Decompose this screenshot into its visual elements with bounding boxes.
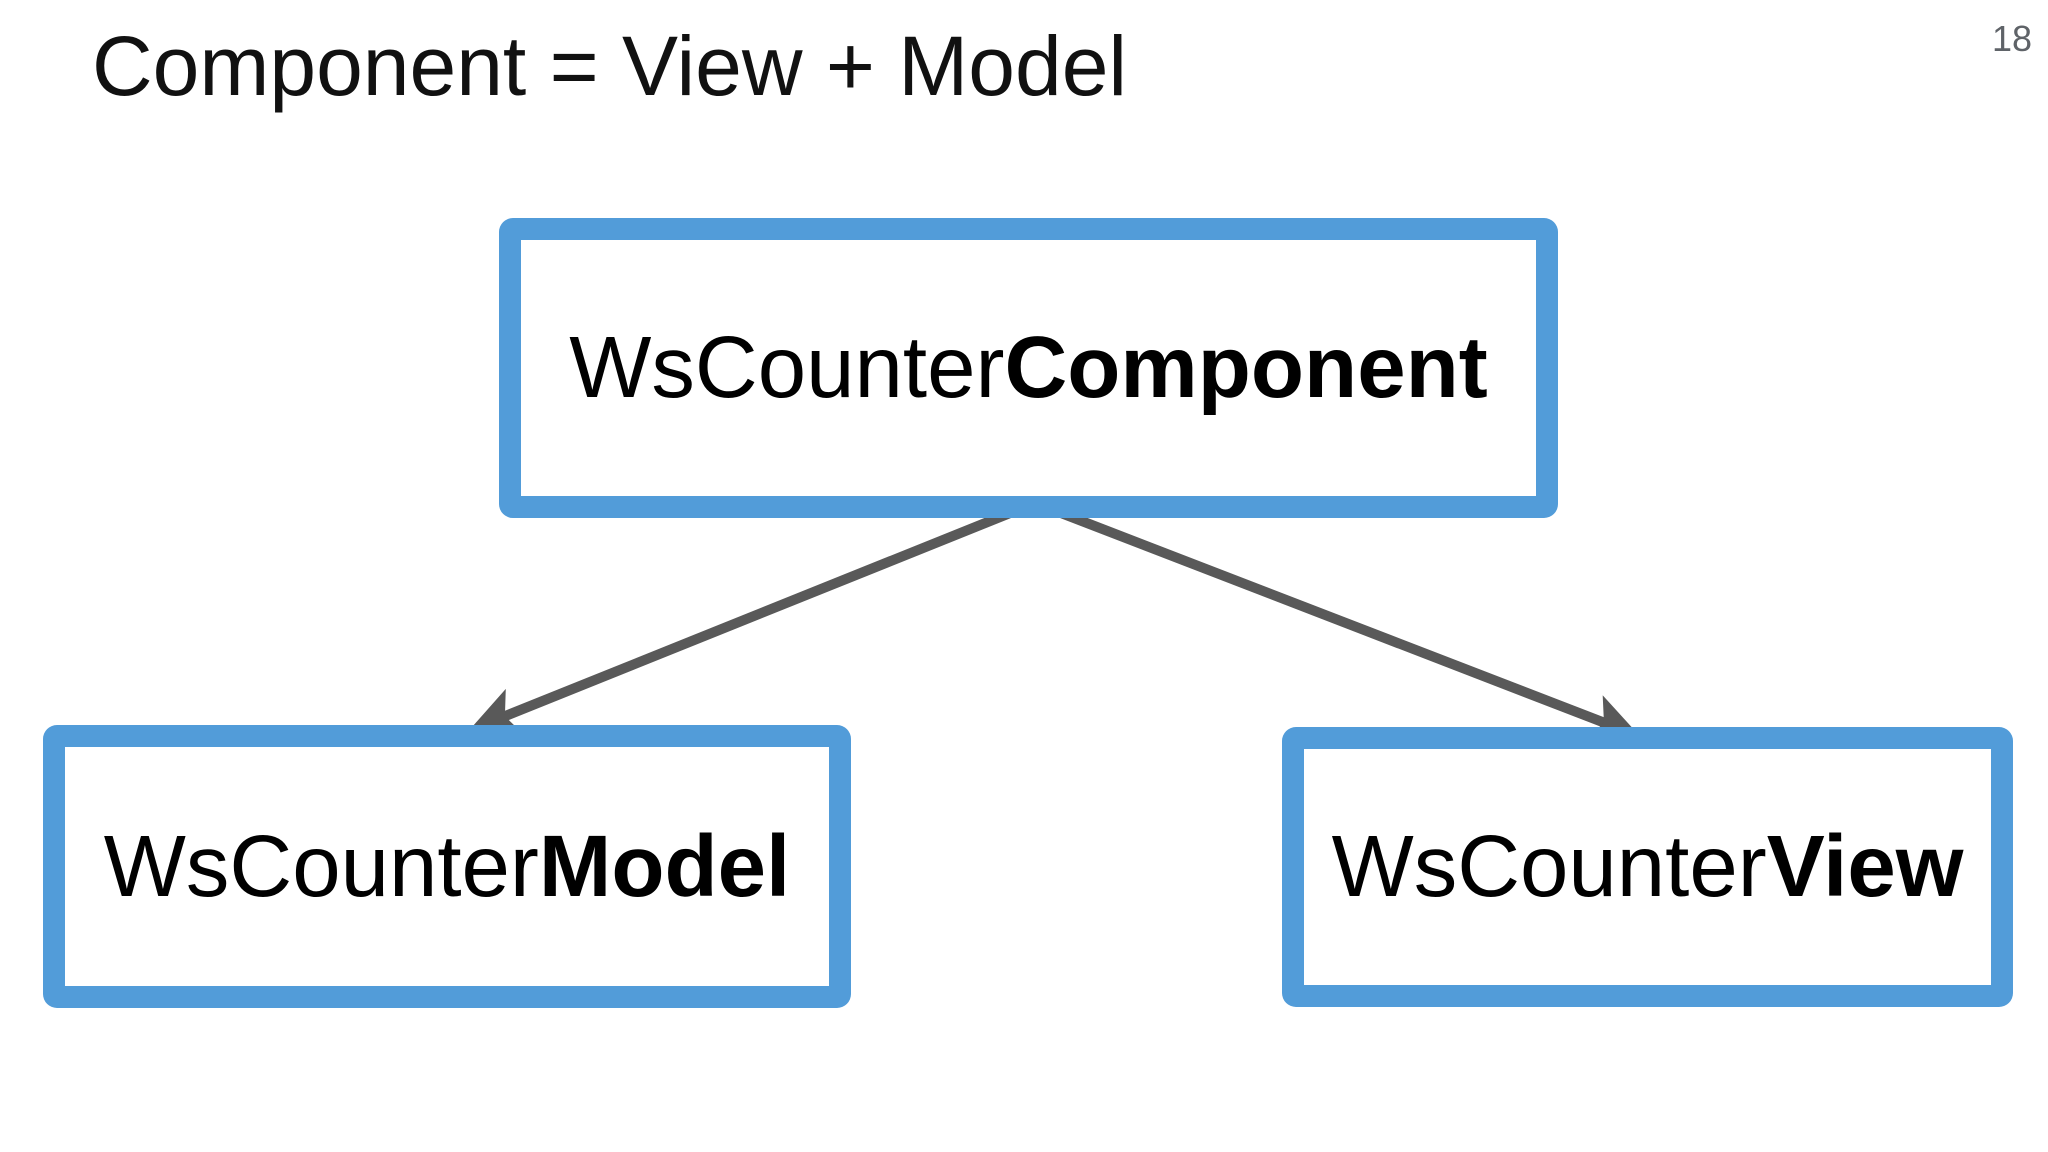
node-label-bold: Component (1004, 319, 1488, 416)
node-label-bold: Model (538, 817, 791, 915)
page-number: 18 (1991, 18, 2032, 59)
edge-component-to-view (1033, 498, 1641, 742)
node-label: WsCounterView (1332, 817, 1964, 917)
slide-title: Component = View + Model (92, 19, 1128, 113)
node-label-prefix: WsCounter (103, 817, 539, 915)
diagram-node-view: WsCounterView (1282, 727, 2013, 1007)
diagram-node-component: WsCounterComponent (499, 218, 1558, 518)
edge-component-to-model (468, 498, 1037, 736)
node-label-prefix: WsCounter (1331, 818, 1767, 915)
node-label-bold: View (1766, 818, 1964, 915)
node-label: WsCounterComponent (569, 318, 1487, 418)
node-label: WsCounterModel (104, 817, 790, 917)
diagram-node-model: WsCounterModel (43, 725, 851, 1008)
node-label-prefix: WsCounter (569, 319, 1005, 416)
